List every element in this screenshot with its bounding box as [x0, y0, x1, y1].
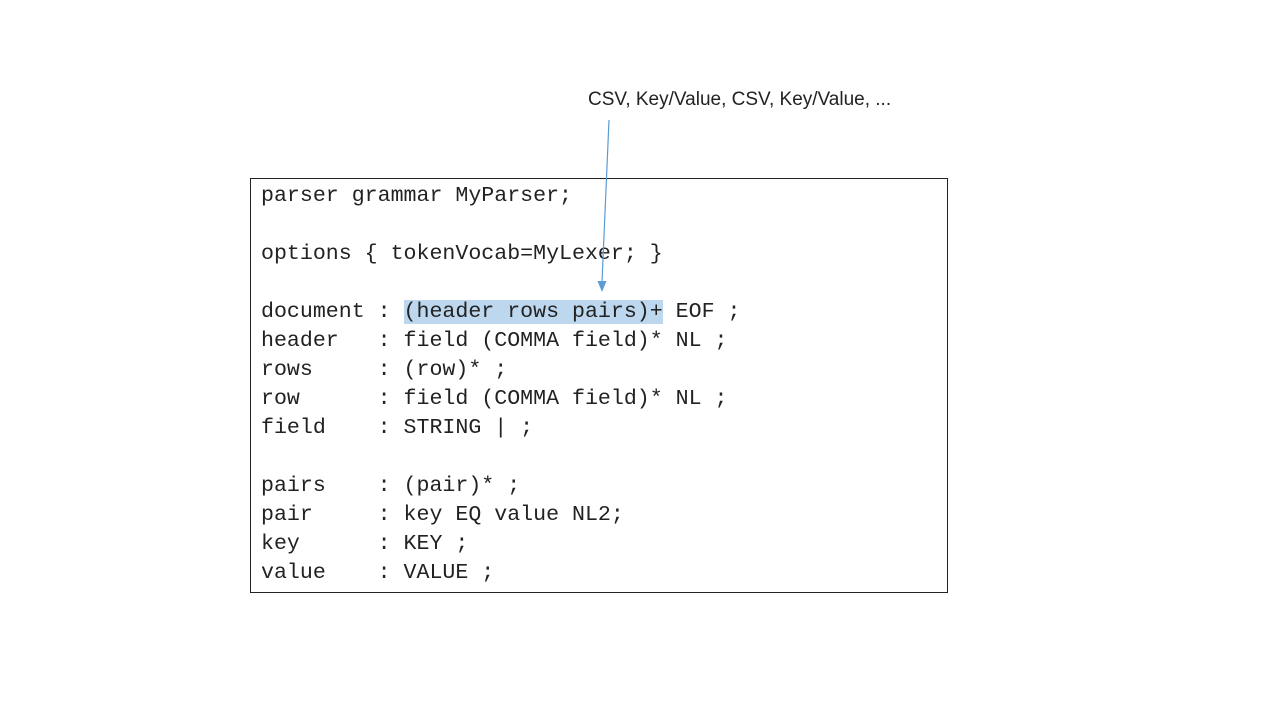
- code-line-document-rule: document :: [261, 300, 404, 324]
- code-line: key : KEY ;: [261, 532, 469, 556]
- code-line: row : field (COMMA field)* NL ;: [261, 387, 728, 411]
- code-line: pair : key EQ value NL2;: [261, 503, 624, 527]
- grammar-code-box: parser grammar MyParser; options { token…: [250, 178, 948, 593]
- code-line: options { tokenVocab=MyLexer; }: [261, 242, 663, 266]
- code-line-document: document : (header rows pairs)+ EOF ;: [261, 298, 740, 327]
- code-line: header : field (COMMA field)* NL ;: [261, 329, 728, 353]
- code-line: rows : (row)* ;: [261, 358, 508, 382]
- code-line: parser grammar MyParser;: [261, 184, 573, 208]
- annotation-label: CSV, Key/Value, CSV, Key/Value, ...: [588, 89, 892, 110]
- code-line: pairs : (pair)* ;: [261, 474, 521, 498]
- highlighted-expression: (header rows pairs)+: [403, 300, 663, 324]
- code-line-document-tail: EOF ;: [662, 300, 741, 324]
- code-line: value : VALUE ;: [261, 561, 495, 585]
- code-line: field : STRING | ;: [261, 416, 534, 440]
